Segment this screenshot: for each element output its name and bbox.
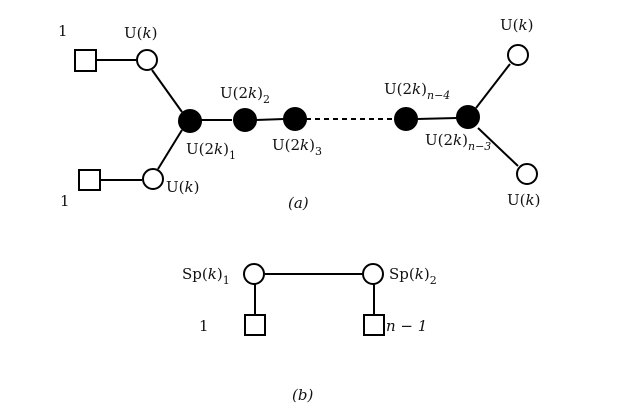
flavor-label-b-left: 1 xyxy=(199,317,209,335)
label-u2kn4: U(2k)n−4 xyxy=(384,80,450,102)
label-bottom-right-node: U(k) xyxy=(507,191,540,209)
gauge-node-u2kn4 xyxy=(394,107,418,131)
edge-u2kn3-top-right xyxy=(475,63,511,109)
label-u2k3: U(2k)3 xyxy=(272,136,322,158)
label-top-right-node: U(k) xyxy=(500,16,533,34)
gauge-node-u2kn3 xyxy=(456,105,480,129)
flavor-node-bottom xyxy=(78,169,101,191)
label-sp2: Sp(k)2 xyxy=(389,265,437,287)
label-u2k2: U(2k)2 xyxy=(220,84,270,106)
edge-u2kn4-u2kn3 xyxy=(416,117,458,120)
label-u2k1: U(2k)1 xyxy=(186,140,236,162)
gauge-node-u2k2 xyxy=(233,108,257,132)
gauge-node-sp1 xyxy=(243,263,265,285)
caption-a: (a) xyxy=(288,194,309,212)
edge-u2kn3-bottom-right xyxy=(477,127,519,167)
edge-bottom-left-to-u2k1 xyxy=(157,129,183,170)
label-bottom-left-node: U(k) xyxy=(166,178,199,196)
gauge-node-bottom-left xyxy=(142,168,164,190)
gauge-node-bottom-right xyxy=(516,163,538,185)
label-u2kn3: U(2k)n−3 xyxy=(425,131,491,153)
flavor-label-bottom: 1 xyxy=(60,192,70,210)
flavor-node-b-left xyxy=(244,314,266,336)
gauge-node-top-left xyxy=(136,49,158,71)
flavor-node-top xyxy=(74,49,97,72)
flavor-label-top: 1 xyxy=(58,22,68,40)
flavor-label-b-right: n − 1 xyxy=(386,317,427,335)
flavor-node-b-right xyxy=(363,314,385,336)
label-top-left-node: U(k) xyxy=(124,24,157,42)
caption-b: (b) xyxy=(292,386,313,404)
label-sp1: Sp(k)1 xyxy=(182,265,230,287)
edge-u2k2-u2k3 xyxy=(255,118,285,121)
gauge-node-u2k1 xyxy=(178,109,202,133)
edge-top-left-to-u2k1 xyxy=(151,69,183,113)
gauge-node-u2k3 xyxy=(283,107,307,131)
gauge-node-top-right xyxy=(507,44,529,66)
gauge-node-sp2 xyxy=(362,263,384,285)
